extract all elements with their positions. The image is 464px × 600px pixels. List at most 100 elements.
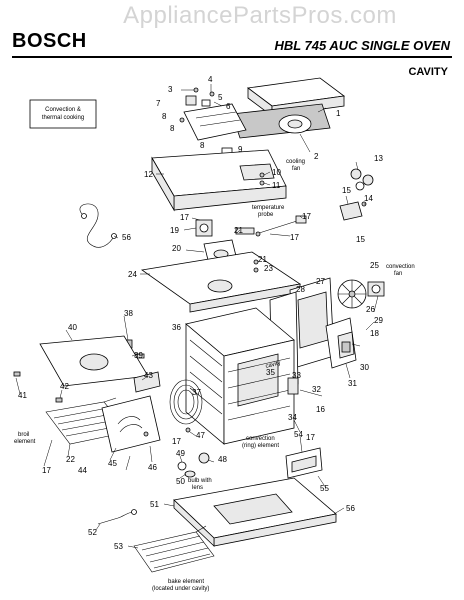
bake-element-label-1: bake element: [168, 579, 204, 585]
convection-thermal-label-line2: thermal cooking: [42, 115, 84, 121]
section-title: CAVITY: [408, 66, 448, 78]
part-screw-10: [259, 180, 265, 186]
part-knobs: [350, 168, 374, 191]
convection-thermal-note-box: [29, 99, 97, 129]
part-number-47: 47: [196, 431, 205, 440]
part-number-37: 37: [192, 388, 201, 397]
part-number-27: 27: [316, 277, 325, 286]
part-number-50: 50: [176, 477, 185, 486]
broil-element-label-1: broil: [18, 432, 29, 438]
part-number-11: 11: [272, 181, 281, 190]
part-convection-fan: [337, 279, 367, 309]
part-number-4: 4: [208, 75, 213, 84]
part-number-39: 39: [134, 351, 143, 360]
part-sensor-bracket: [339, 201, 367, 221]
part-small-components: [179, 87, 233, 157]
part-side-panel: [287, 377, 299, 395]
part-number-12: 12: [144, 170, 153, 179]
part-screws-40-41: [13, 371, 63, 403]
temperature-probe-label-1: temperature: [252, 205, 285, 211]
part-number-48: 48: [218, 455, 227, 464]
part-bracket-20: [235, 227, 255, 235]
part-number-9: 9: [238, 145, 243, 154]
part-number-42: 42: [60, 382, 69, 391]
part-number-18: 18: [370, 329, 379, 338]
part-rear-motor-assembly: [325, 317, 357, 369]
model-title: HBL 745 AUC SINGLE OVEN: [274, 38, 450, 53]
part-bake-element: [133, 525, 215, 573]
bulb-with-lens-label-2: lens: [192, 485, 203, 491]
part-number-52: 52: [88, 528, 97, 537]
part-number-23: 23: [264, 264, 273, 273]
part-number-49: 49: [176, 449, 185, 458]
part-number-22: 22: [66, 455, 75, 464]
part-number-labels: 1 2 3 4 5 6 7 8 8 8 9 10 11 12 13 14 15 …: [18, 75, 383, 551]
part-number-2: 2: [314, 152, 319, 161]
part-number-20: 20: [172, 244, 181, 253]
part-number-25: 25: [370, 261, 379, 270]
part-number-8: 8: [170, 124, 175, 133]
brand-logo: BOSCH: [12, 30, 87, 52]
part-insulation-blanket: [39, 335, 149, 387]
part-thermostat: [195, 219, 213, 237]
part-number-46: 46: [148, 463, 157, 472]
part-top-cover-plate: [151, 149, 287, 212]
part-number-8: 8: [200, 141, 205, 150]
part-oven-cavity: cavity: [185, 307, 295, 445]
part-number-5: 5: [218, 93, 223, 102]
part-number-29: 29: [374, 316, 383, 325]
part-number-38: 38: [124, 309, 133, 318]
part-number-3: 3: [168, 85, 173, 94]
descriptive-labels: cooling fan temperature probe convection…: [14, 159, 415, 592]
part-number-1: 1: [336, 109, 341, 118]
svg-text:cavity: cavity: [265, 360, 281, 370]
part-number-8: 8: [162, 112, 167, 121]
part-screw-21: [253, 259, 259, 265]
part-number-17: 17: [172, 437, 181, 446]
part-number-21: 21: [234, 226, 243, 235]
part-bracket-42: [133, 371, 161, 393]
part-number-36: 36: [172, 323, 181, 332]
part-number-13: 13: [374, 154, 383, 163]
part-convection-motor: [367, 281, 385, 297]
part-number-17: 17: [42, 466, 51, 475]
bulb-with-lens-label-1: bulb with: [188, 478, 212, 484]
part-number-54: 54: [294, 430, 303, 439]
part-number-6: 6: [226, 102, 231, 111]
part-number-56: 56: [346, 504, 355, 513]
convection-fan-label-2: fan: [394, 271, 402, 277]
part-number-7: 7: [156, 99, 161, 108]
part-number-10: 10: [272, 168, 281, 177]
part-number-53: 53: [114, 542, 123, 551]
part-number-44: 44: [78, 466, 87, 475]
part-number-17: 17: [302, 212, 311, 221]
part-number-17: 17: [180, 213, 189, 222]
part-number-32: 32: [312, 385, 321, 394]
svg-text:56: 56: [122, 233, 131, 242]
part-number-33: 33: [292, 371, 301, 380]
cooling-fan-label-2: fan: [292, 166, 300, 172]
part-number-31: 31: [348, 379, 357, 388]
part-hinge-latch: [285, 447, 323, 479]
bake-element-label-2: (located under cavity): [152, 586, 209, 592]
part-number-15: 15: [342, 186, 351, 195]
convection-thermal-label-line1: Convection &: [45, 107, 81, 113]
part-number-16: 16: [316, 405, 325, 414]
watermark: AppliancePartsPros.com: [123, 2, 397, 29]
leader-lines: [15, 84, 379, 549]
part-temperature-probe: [255, 215, 307, 237]
convection-ring-label-2: (ring) element: [242, 443, 279, 449]
part-ring-element: [169, 379, 203, 425]
part-number-21: 21: [258, 255, 267, 264]
part-cooling-fan: [231, 103, 331, 139]
part-outer-wrap-top: [140, 251, 302, 313]
part-number-26: 26: [366, 305, 375, 314]
part-number-19: 19: [170, 226, 179, 235]
broil-element-label-2: element: [14, 439, 36, 445]
convection-fan-label-1: convection: [386, 264, 415, 270]
part-number-43: 43: [144, 371, 153, 380]
part-wire-51: [97, 511, 135, 525]
part-number-34: 34: [288, 413, 297, 422]
part-number-17: 17: [290, 233, 299, 242]
